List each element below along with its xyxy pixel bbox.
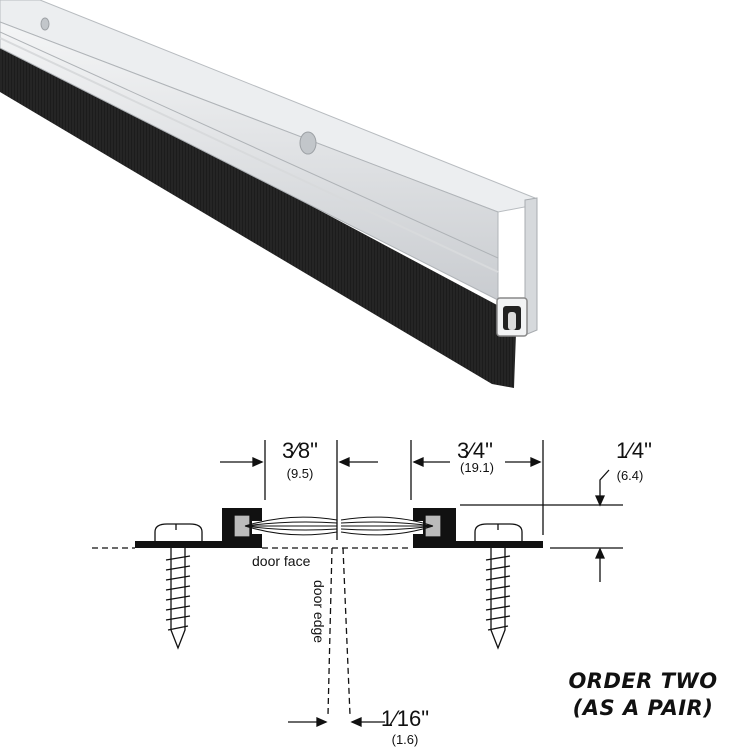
- profile-height-fraction: 1⁄4": [616, 438, 652, 463]
- order-note-line2: (AS A PAIR): [572, 696, 714, 720]
- screw-left: [154, 523, 203, 650]
- profile-width-fraction: 3⁄4": [457, 438, 493, 463]
- screw-hole: [40, 17, 50, 31]
- screw-right: [474, 523, 523, 650]
- door-gap-metric: (1.6): [392, 732, 419, 747]
- cross-section-drawing: [92, 440, 623, 728]
- profile-height-metric: (6.4): [617, 468, 644, 483]
- door-face-label: door face: [252, 553, 311, 569]
- brush-strip: [0, 40, 517, 388]
- gap-width-metric: (9.5): [287, 466, 314, 481]
- screw-hole: [299, 131, 317, 155]
- profile-width-metric: (19.1): [460, 460, 494, 475]
- door-edge-label: door edge: [311, 580, 327, 643]
- order-note-line1: ORDER TWO: [568, 669, 718, 693]
- gap-width-fraction: 3⁄8": [282, 438, 318, 463]
- aluminum-rail: [0, 0, 538, 337]
- order-note: ORDER TWO (AS A PAIR): [548, 668, 738, 722]
- door-gap-fraction: 1⁄16": [381, 706, 429, 731]
